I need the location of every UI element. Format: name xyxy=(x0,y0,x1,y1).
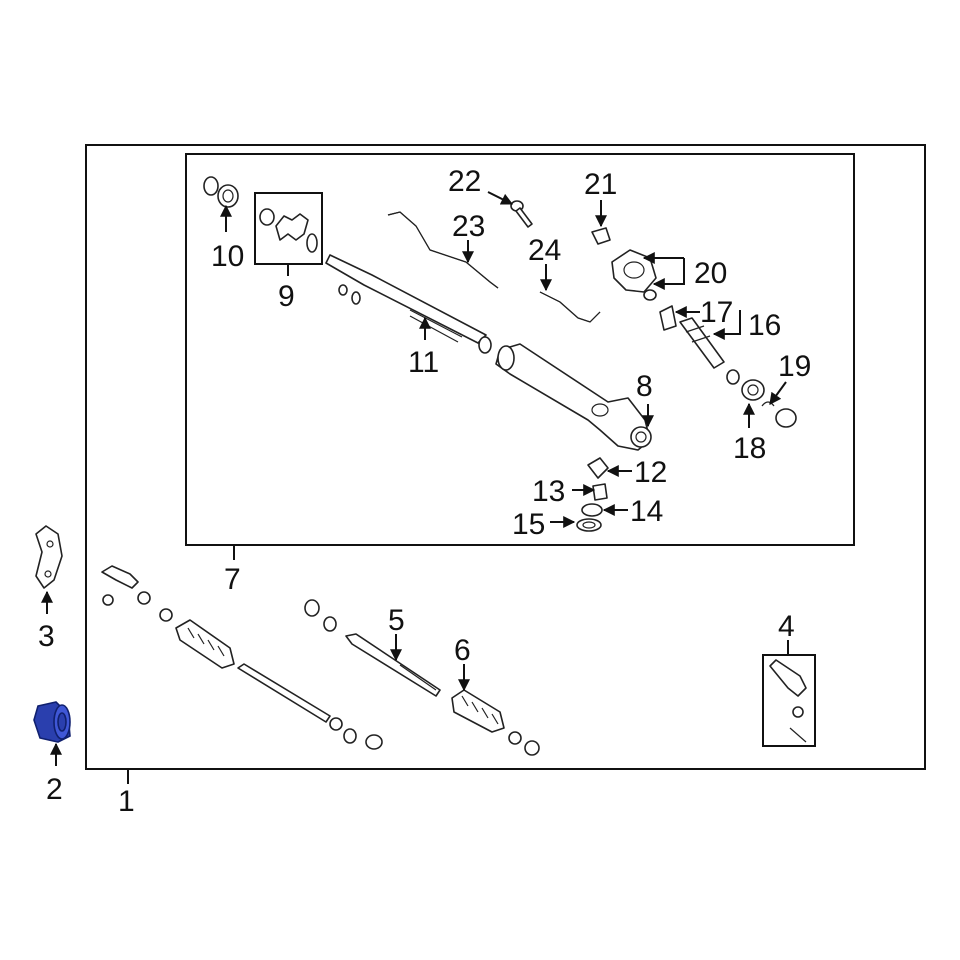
callout-23: 23 xyxy=(452,210,485,243)
callout-9: 9 xyxy=(278,280,295,313)
part-23-pipe[interactable] xyxy=(387,211,499,289)
part-9-boot-kit[interactable] xyxy=(259,208,318,253)
part-8-housing[interactable] xyxy=(495,343,652,451)
callout-24: 24 xyxy=(528,234,561,267)
callout-2: 2 xyxy=(46,773,63,806)
callout-10: 10 xyxy=(211,240,244,273)
callout-7: 7 xyxy=(224,563,241,596)
callout-5: 5 xyxy=(388,604,405,637)
callout-12: 12 xyxy=(634,456,667,489)
part-21-cap[interactable] xyxy=(591,227,611,245)
callout-17: 17 xyxy=(700,296,733,329)
part-19-snap-ring[interactable] xyxy=(761,401,797,428)
part-11-rack[interactable] xyxy=(325,254,492,354)
left-tie-rod-end[interactable] xyxy=(101,565,173,622)
callout-22: 22 xyxy=(448,165,481,198)
outer-assembly-frame xyxy=(85,144,926,770)
part-13-spring[interactable] xyxy=(592,483,608,501)
left-boot[interactable] xyxy=(175,619,235,669)
callout-15: 15 xyxy=(512,508,545,541)
inner-gear-frame xyxy=(185,153,855,546)
leader-22 xyxy=(487,191,514,205)
callout-13: 13 xyxy=(532,475,565,508)
part-10-seal[interactable] xyxy=(203,176,239,208)
callout-6: 6 xyxy=(454,634,471,667)
callout-1: 1 xyxy=(118,785,135,818)
part-6-rack-boot[interactable] xyxy=(451,689,540,756)
callout-18: 18 xyxy=(733,432,766,465)
leader-20 xyxy=(654,257,685,284)
callout-20: 20 xyxy=(694,257,727,290)
leader-19 xyxy=(769,381,787,405)
callout-8: 8 xyxy=(636,370,653,403)
part-14-nut[interactable] xyxy=(581,503,603,517)
callout-3: 3 xyxy=(38,620,55,653)
leader-16 xyxy=(712,310,741,340)
part-24-pipe[interactable] xyxy=(539,291,601,323)
callout-14: 14 xyxy=(630,495,663,528)
part-2-bushing-highlighted[interactable] xyxy=(33,701,71,743)
part-3-bracket[interactable] xyxy=(35,525,63,589)
callout-4: 4 xyxy=(778,610,795,643)
part-4-tie-rod-end[interactable] xyxy=(769,659,807,743)
left-inner-rod[interactable] xyxy=(237,663,383,750)
part-22-bolt[interactable] xyxy=(510,200,533,228)
part-16-pinion[interactable] xyxy=(659,305,725,369)
part-18-seal[interactable] xyxy=(726,369,765,401)
callout-16: 16 xyxy=(748,309,781,342)
part-12-yoke[interactable] xyxy=(587,457,609,479)
callout-11: 11 xyxy=(408,346,439,379)
callout-19: 19 xyxy=(778,350,811,383)
part-15-locknut[interactable] xyxy=(576,518,602,532)
part-5-inner-tie-rod[interactable] xyxy=(304,599,441,697)
callout-21: 21 xyxy=(584,168,617,201)
